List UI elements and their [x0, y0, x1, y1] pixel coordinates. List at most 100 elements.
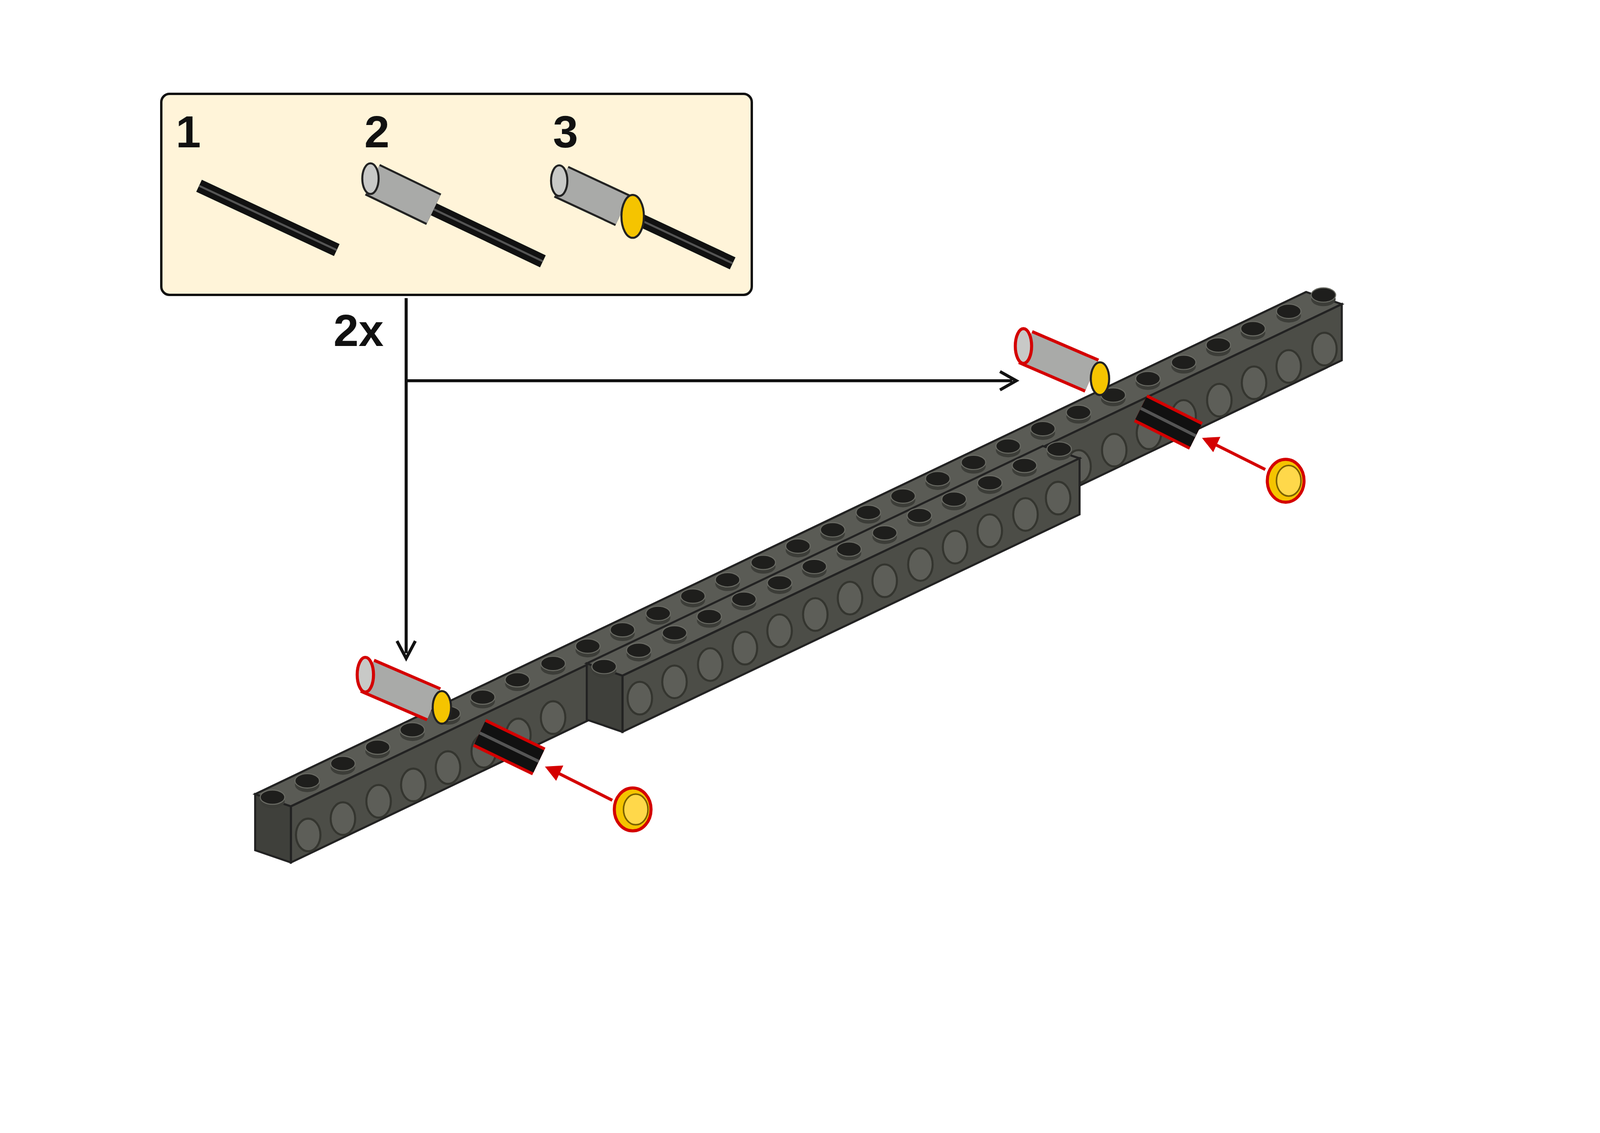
axle-assembly — [357, 657, 652, 831]
axle — [433, 209, 543, 262]
stud — [260, 789, 286, 809]
stud — [575, 638, 600, 658]
beam-hole — [1241, 366, 1267, 400]
stud — [1171, 354, 1197, 374]
axle — [632, 216, 733, 264]
axle-groove — [199, 185, 337, 250]
stud — [400, 722, 425, 742]
stud — [961, 455, 986, 474]
beam-hole — [1207, 383, 1232, 417]
insert-arrow — [559, 773, 613, 800]
bush — [1090, 361, 1110, 395]
connector — [372, 179, 434, 210]
stud — [995, 438, 1021, 458]
beam-hole — [366, 784, 391, 818]
stud — [646, 606, 671, 625]
stud — [1240, 321, 1266, 341]
stud — [626, 642, 652, 662]
arrow-line — [404, 297, 408, 653]
stud — [1012, 457, 1038, 477]
beam-hole — [662, 665, 687, 698]
bush — [614, 787, 651, 831]
beam-hole — [435, 751, 461, 784]
insert-arrow-head — [1201, 436, 1221, 452]
arrow-head — [397, 640, 416, 659]
beam-hole — [732, 631, 758, 665]
stud — [751, 554, 776, 574]
technic-beam — [255, 287, 1342, 863]
stud — [836, 541, 862, 561]
beam-hole — [942, 530, 968, 564]
bush — [621, 194, 644, 238]
beam-hole — [540, 701, 566, 734]
stud — [680, 588, 706, 608]
stud — [1311, 287, 1336, 307]
stud — [504, 672, 530, 691]
stud — [540, 656, 566, 675]
axle — [199, 185, 337, 250]
beam-hole — [767, 614, 792, 648]
stud — [856, 504, 881, 524]
stud — [696, 609, 722, 628]
stud — [610, 622, 636, 641]
axle-groove — [632, 216, 733, 264]
insert-arrow-head — [544, 765, 564, 781]
stud — [767, 575, 792, 594]
stud — [295, 773, 320, 792]
stud — [1047, 441, 1072, 461]
beam-hole — [1276, 350, 1302, 383]
stud — [977, 475, 1003, 495]
beam-top — [255, 291, 1342, 806]
stud — [1135, 371, 1161, 391]
quantity-label: 2x — [333, 307, 384, 353]
stud — [801, 559, 827, 578]
connector-end — [551, 165, 568, 196]
callout-panel — [161, 94, 753, 296]
stud — [942, 491, 967, 511]
stud — [1030, 421, 1056, 440]
beam-hole — [908, 547, 934, 581]
connector — [561, 181, 623, 210]
axle-groove — [1140, 408, 1196, 436]
stud — [820, 522, 846, 542]
stud — [470, 689, 496, 709]
callout-number: 2 — [364, 109, 390, 155]
connector-outline — [1025, 346, 1093, 376]
part-axle-with-connector — [362, 163, 543, 262]
connector-end — [362, 163, 379, 194]
stud — [907, 508, 933, 527]
beam-hole — [1013, 497, 1039, 531]
axle — [1140, 408, 1196, 436]
stud — [872, 525, 897, 544]
beam-hole — [977, 514, 1003, 547]
connector — [1025, 346, 1093, 376]
axle — [479, 732, 540, 762]
stud — [1066, 405, 1092, 424]
callout-number: 3 — [552, 109, 579, 155]
beam-hole — [837, 581, 863, 615]
connector-end — [357, 657, 374, 692]
part-axle-connector-bush — [551, 165, 733, 264]
stud — [1276, 304, 1302, 323]
beam-hole — [400, 768, 426, 801]
stud — [715, 572, 741, 591]
stud — [662, 625, 687, 645]
connector — [367, 675, 434, 705]
bush — [432, 690, 452, 724]
connector — [372, 179, 434, 210]
beam-hole — [802, 598, 828, 631]
axle-assembly — [1015, 328, 1305, 503]
stud — [785, 538, 811, 558]
stud — [731, 591, 757, 611]
axle-outline — [1140, 408, 1196, 436]
connector-outline — [367, 675, 434, 705]
beam-hole — [1046, 481, 1071, 515]
beam-hole — [295, 818, 321, 851]
stud — [925, 471, 951, 490]
stud — [1206, 337, 1231, 357]
stud — [330, 755, 356, 775]
beam-hole — [1312, 332, 1337, 366]
beam-hole — [872, 564, 897, 598]
part-axle — [199, 185, 337, 250]
